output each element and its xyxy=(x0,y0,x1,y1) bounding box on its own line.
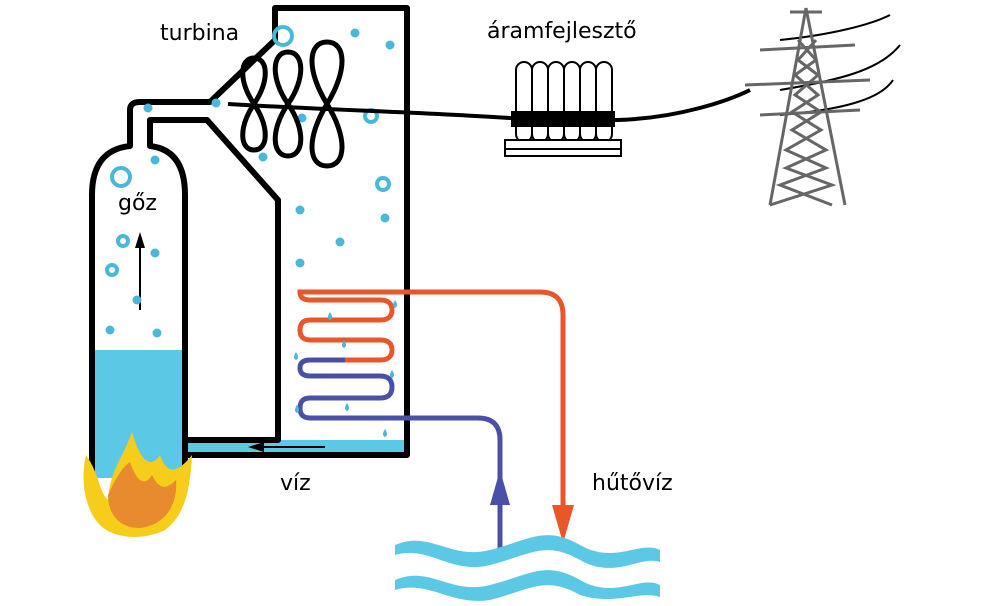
boiler-inner-wall xyxy=(147,117,281,478)
cold-pipe xyxy=(297,357,503,560)
flame-icon xyxy=(83,432,192,537)
outflow-arrow xyxy=(552,505,574,543)
turbine-shaft xyxy=(227,88,751,123)
boiler-water xyxy=(92,350,185,478)
label-turbine: turbina xyxy=(160,21,239,46)
label-steam: gőz xyxy=(118,191,157,216)
water-flow-arrow xyxy=(248,442,325,452)
power-lines xyxy=(779,14,901,116)
hot-pipe xyxy=(297,289,566,510)
label-water: víz xyxy=(280,471,311,496)
generator-icon xyxy=(504,61,622,157)
condensation-drops xyxy=(294,300,397,437)
turbine-icon xyxy=(240,39,345,169)
pylon-icon xyxy=(744,7,871,207)
steam-bubbles xyxy=(105,28,395,338)
label-generator: áramfejlesztő xyxy=(487,19,637,44)
cooling-water-waves xyxy=(395,535,660,601)
label-cooling-water: hűtővíz xyxy=(592,471,673,496)
inflow-arrow xyxy=(490,470,510,505)
